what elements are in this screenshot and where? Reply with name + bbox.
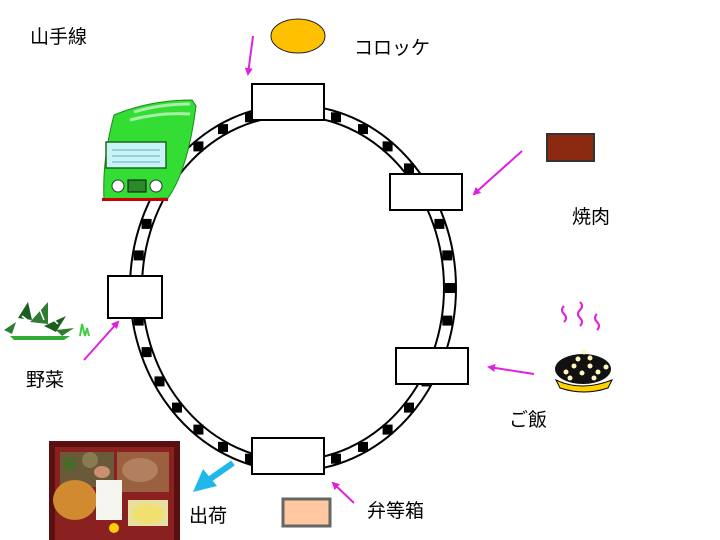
railway-sleeper [434,218,445,229]
railway-sleeper [218,124,228,135]
bento-box-icon [281,497,332,528]
croquette-arrow [244,35,254,76]
bento-box-arrow [331,481,355,504]
railway-sleeper [245,453,255,464]
railway-sleeper [218,441,228,452]
bento-lunch-photo [49,441,180,540]
croquette-icon [270,18,326,54]
vegetables-label: 野菜 [26,369,65,391]
railway-sleeper [382,141,393,152]
station-croquette [251,83,325,121]
railway-sleeper [404,163,414,174]
railway-sleeper [133,315,144,326]
bento-box-label: 弁等箱 [367,500,425,522]
railway-sleeper [154,376,165,387]
railway-sleeper [331,112,341,123]
railway-sleeper [404,402,414,413]
grilled-meat-icon [546,133,595,162]
vegetables-arrow [83,320,120,361]
station-vegetables [107,275,163,319]
shipping-label: 出荷 [189,505,228,527]
steaming-rice-icon [554,301,614,393]
station-gohan [395,347,469,385]
yakiniku-arrow [472,150,523,196]
railway-sleeper [358,124,368,135]
green-train-icon [102,99,197,201]
shipping-arrow [193,460,235,492]
railway-sleeper [358,441,368,452]
railway-sleeper [193,424,204,435]
railway-sleeper [245,112,255,123]
railway-sleeper [442,250,453,261]
railway-sleeper [331,453,341,464]
railway-sleeper [382,424,393,435]
railway-sleeper [193,141,204,152]
railway-sleeper [133,250,144,261]
diagram-title: 山手線 [30,26,88,48]
railway-sleeper [141,218,152,229]
croquette-label: コロッケ [354,37,431,59]
vegetables-icon [4,302,90,340]
station-bento-box [251,437,325,475]
yakiniku-label: 焼肉 [572,206,611,228]
gohan-arrow [487,363,535,375]
station-yakiniku [389,173,463,211]
railway-sleeper [172,402,182,413]
railway-sleeper [141,347,152,358]
railway-sleeper [445,283,455,293]
railway-sleeper [442,315,453,326]
gohan-label: ご飯 [509,409,548,431]
